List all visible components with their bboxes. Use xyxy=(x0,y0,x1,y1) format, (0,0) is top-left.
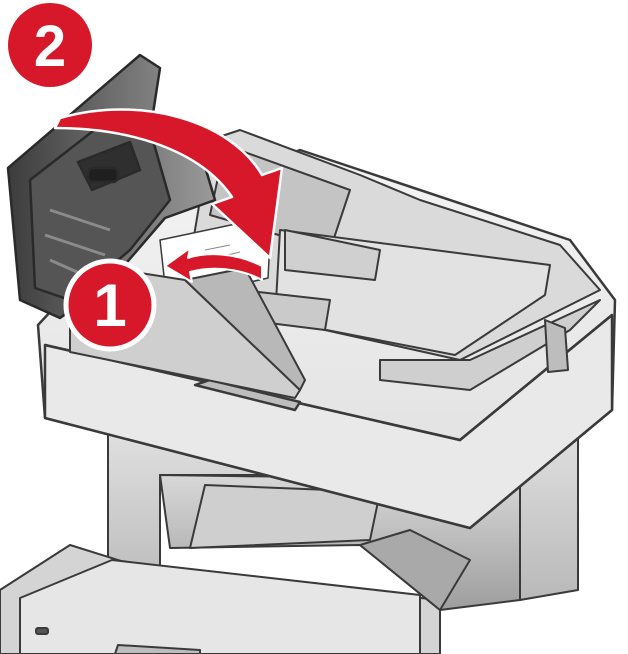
step-1-circle xyxy=(63,258,157,352)
adf-housing xyxy=(189,129,601,391)
step-2-circle xyxy=(8,3,92,87)
step-1-number: 1 xyxy=(93,272,126,339)
step-1-badge: 1 xyxy=(63,258,157,352)
step-2-number: 2 xyxy=(34,14,66,79)
remove-paper-arrow xyxy=(164,247,263,283)
step-2-badge: 2 xyxy=(8,3,92,87)
close-cover-arrow xyxy=(53,108,284,260)
adf-cover-open xyxy=(6,53,217,320)
